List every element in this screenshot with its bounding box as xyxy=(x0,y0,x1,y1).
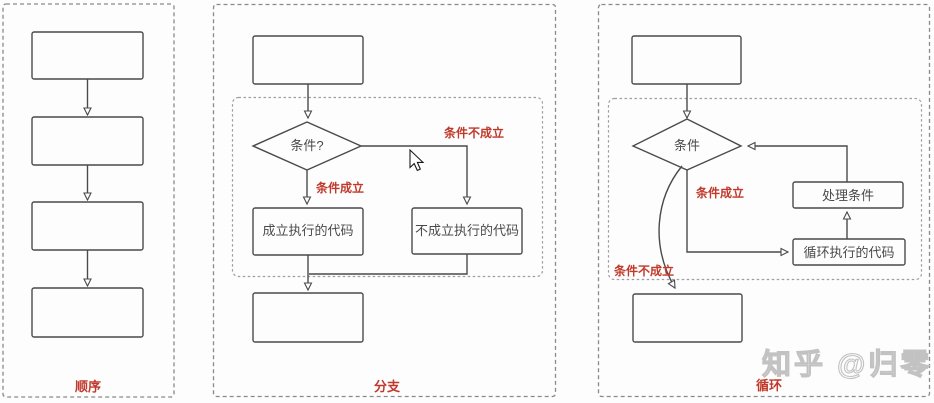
loop-false-connector xyxy=(658,165,683,290)
loop-condition-diamond xyxy=(631,118,743,171)
branch-false-code-label: 不成立执行的代码 xyxy=(415,223,519,238)
branch-frame xyxy=(212,3,557,398)
sequence-panel: 顺序 xyxy=(2,3,175,398)
loop-start-box xyxy=(631,35,742,85)
sequence-caption: 顺序 xyxy=(75,379,101,394)
branch-inner-frame xyxy=(231,96,544,278)
loop-true-label: 条件成立 xyxy=(695,185,744,200)
loop-process-box xyxy=(792,181,904,209)
loop-false-label: 条件不成立 xyxy=(613,263,674,278)
sequence-step-2-box xyxy=(31,116,144,166)
sequence-frame xyxy=(2,3,175,398)
loop-panel: 条件 条件成立 循环执行的代码 处理条件 条件不成立 循环 xyxy=(597,3,931,398)
branch-merge-connector xyxy=(309,254,468,275)
loop-frame xyxy=(597,3,931,398)
sequence-step-1-box xyxy=(31,31,144,80)
branch-start-box xyxy=(252,35,364,85)
mouse-cursor-icon xyxy=(409,148,425,172)
loop-body-label: 循环执行的代码 xyxy=(803,245,894,260)
sequence-step-4-box xyxy=(31,287,144,338)
loop-body-box xyxy=(792,238,906,266)
branch-false-label: 条件不成立 xyxy=(443,125,504,140)
branch-true-code-label: 成立执行的代码 xyxy=(262,223,353,238)
branch-false-connector xyxy=(361,145,472,206)
branch-panel: 条件? 条件成立 成立执行的代码 条件不成立 不成立执行的代码 分支 xyxy=(212,3,557,398)
zhihu-watermark: 知乎 @归零 xyxy=(762,347,932,381)
branch-caption: 分支 xyxy=(374,379,401,394)
loop-true-connector xyxy=(686,170,790,257)
loop-back-connector xyxy=(746,141,848,182)
loop-condition-label: 条件 xyxy=(674,138,700,153)
loop-end-box xyxy=(632,293,743,343)
loop-inner-frame xyxy=(607,97,923,281)
branch-condition-label: 条件? xyxy=(290,138,323,153)
loop-process-label: 处理条件 xyxy=(822,188,874,203)
branch-end-box xyxy=(252,292,364,343)
loop-caption: 循环 xyxy=(756,378,782,393)
branch-true-label: 条件成立 xyxy=(315,180,364,195)
sequence-step-3-box xyxy=(31,201,144,251)
